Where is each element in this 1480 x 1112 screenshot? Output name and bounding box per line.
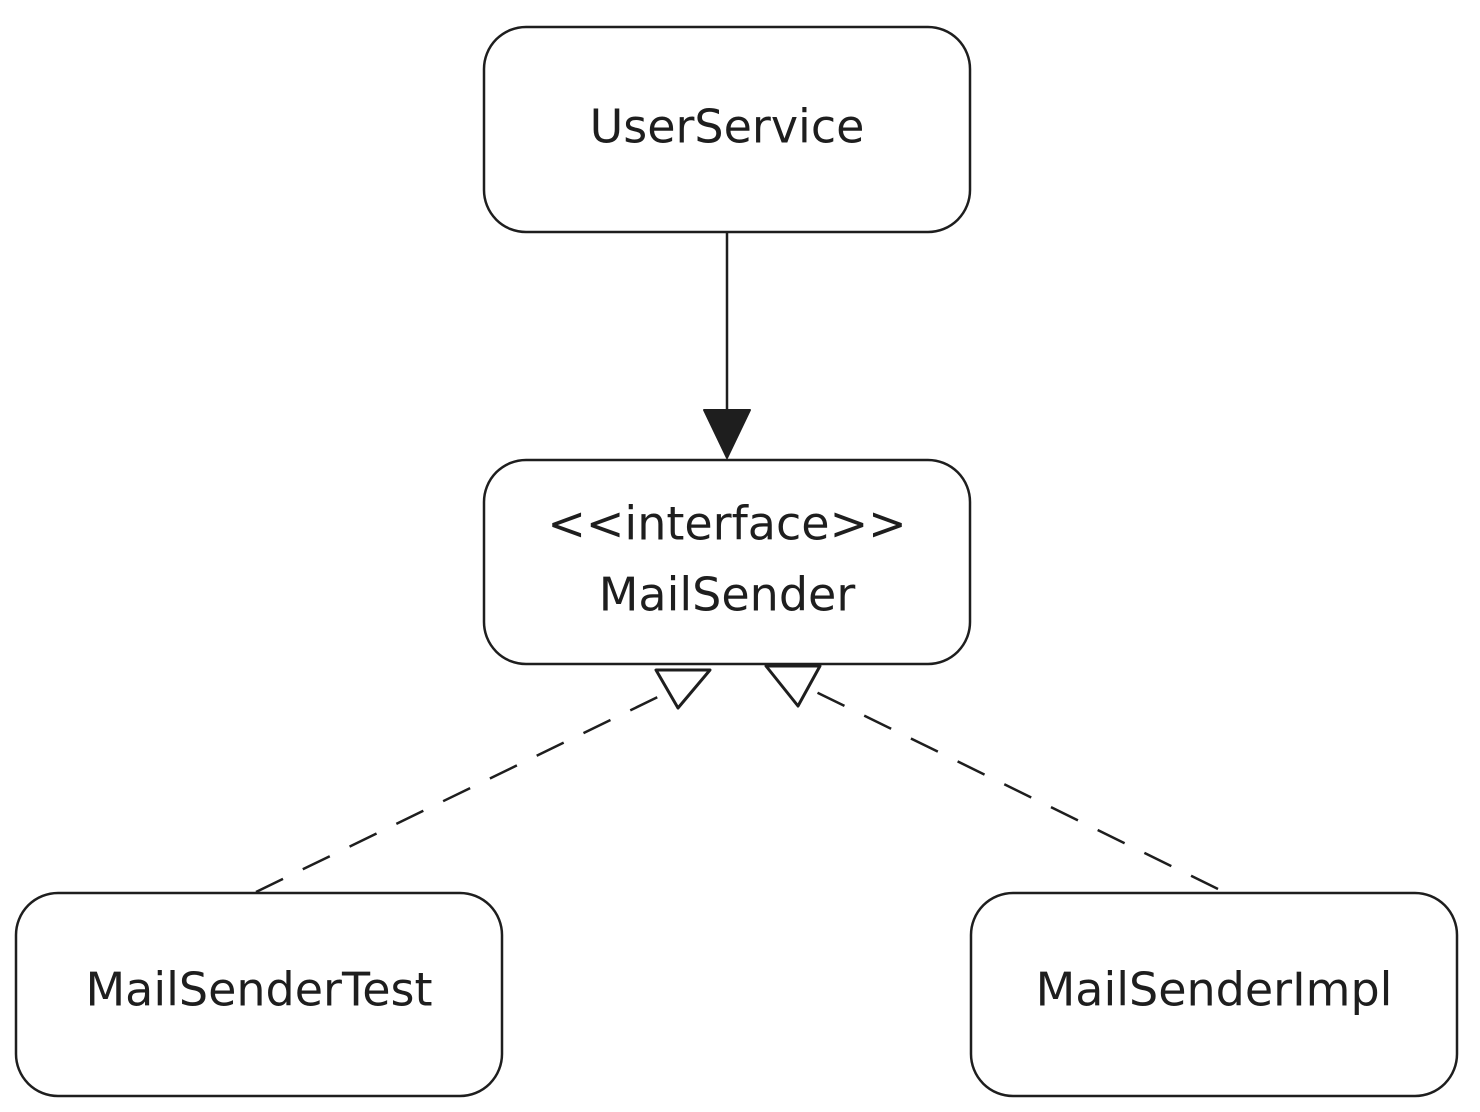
filled-arrowhead-icon bbox=[703, 409, 751, 459]
class-name-label: UserService bbox=[590, 100, 865, 154]
realization-line bbox=[811, 688, 1219, 891]
interface-name-label: MailSender bbox=[599, 568, 856, 622]
stereotype-label: <<interface>> bbox=[547, 497, 906, 551]
hollow-triangle-arrowhead-icon bbox=[654, 668, 712, 710]
node-mailsenderimpl: MailSenderImpl bbox=[969, 891, 1459, 1098]
node-mailsender: <<interface>> MailSender bbox=[482, 458, 972, 666]
hollow-triangle-arrowhead-icon bbox=[764, 664, 822, 708]
class-box bbox=[969, 891, 1459, 1098]
node-userservice: UserService bbox=[482, 25, 972, 234]
edge-userservice-to-mailsender bbox=[703, 232, 751, 459]
class-box bbox=[14, 891, 504, 1098]
class-name-label: MailSenderImpl bbox=[1036, 963, 1393, 1017]
edge-mailsenderimpl-to-mailsender bbox=[764, 664, 1219, 891]
interface-box bbox=[482, 458, 972, 666]
node-mailsendertest: MailSenderTest bbox=[14, 891, 504, 1098]
class-name-label: MailSenderTest bbox=[85, 963, 432, 1017]
realization-line bbox=[255, 692, 665, 894]
edge-mailsendertest-to-mailsender bbox=[255, 668, 712, 894]
class-box bbox=[482, 25, 972, 234]
